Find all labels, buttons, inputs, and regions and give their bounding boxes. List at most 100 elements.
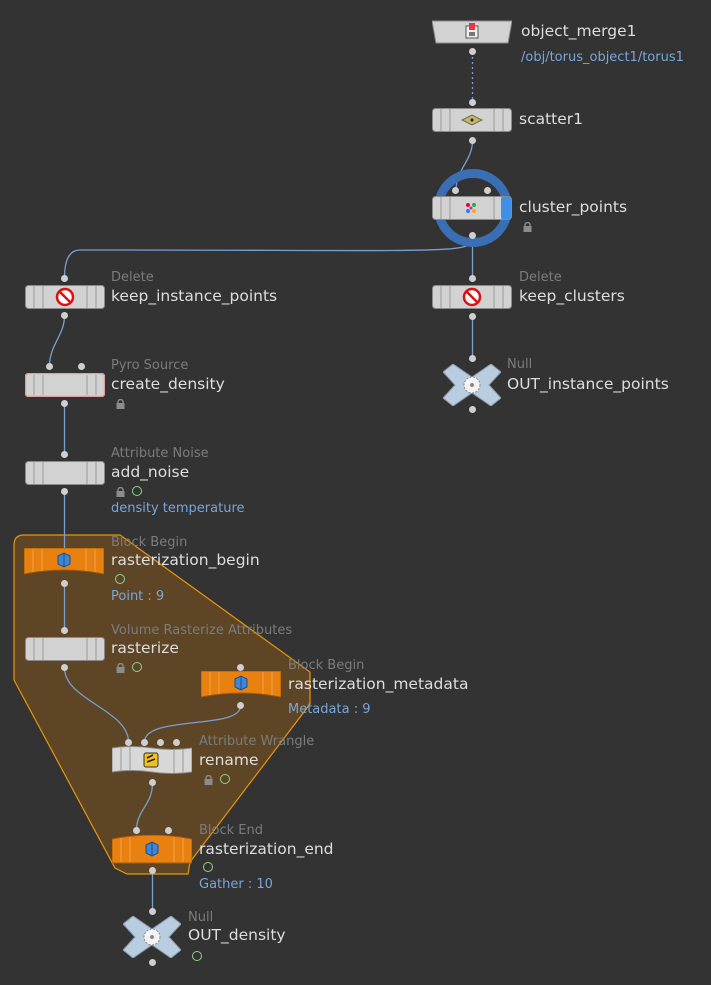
lock-icon[interactable] [115,663,126,673]
scatter1-name: scatter1 [519,110,584,128]
rasterization-end-input-2[interactable] [165,827,172,834]
rename-input-4[interactable] [173,739,180,746]
object-merge1-name: object_merge1 [521,22,637,40]
out-density-output[interactable] [149,959,156,966]
block-end-icon [145,841,159,857]
lock-icon[interactable] [115,487,126,497]
rasterize-output[interactable] [61,664,68,671]
rasterization-end-type: Block End [199,823,263,838]
rasterization-end-name: rasterization_end [199,840,334,858]
delete-icon [462,287,482,307]
cluster-points-output[interactable] [469,232,476,239]
create-density-input-2[interactable] [78,363,85,370]
out-instance-points-output[interactable] [469,406,476,413]
add-noise-node[interactable] [25,461,105,485]
rasterization-metadata-input[interactable] [237,664,244,671]
cluster-points-name: cluster_points [519,198,628,216]
out-density-node[interactable] [123,916,181,958]
rasterization-begin-node[interactable] [24,548,104,575]
create-density-type: Pyro Source [111,358,189,373]
object-merge1-node[interactable] [432,20,512,44]
add-noise-input[interactable] [61,451,68,458]
bypass-flag-icon[interactable] [115,574,125,584]
rename-type: Attribute Wrangle [199,734,315,749]
rasterization-end-node[interactable] [112,835,192,864]
rename-input-3[interactable] [157,739,164,746]
rasterization-begin-name: rasterization_begin [111,551,260,569]
rasterization-begin-info: Point : 9 [111,589,165,604]
object-merge-icon [465,23,479,39]
keep-instance-points-output[interactable] [61,312,68,319]
lock-icon[interactable] [203,775,214,785]
rasterization-end-output[interactable] [149,867,156,874]
keep-clusters-node[interactable] [432,285,512,309]
rasterize-input[interactable] [61,627,68,634]
scatter1-output[interactable] [469,137,476,144]
add-noise-attribs: density temperature [111,501,245,516]
lock-icon[interactable] [115,399,126,409]
cluster-points-input-1[interactable] [452,187,459,194]
rasterize-type: Volume Rasterize Attributes [111,623,293,638]
create-density-node[interactable] [25,373,105,397]
keep-clusters-output[interactable] [469,313,476,320]
delete-icon [55,287,75,307]
rasterization-metadata-output[interactable] [237,702,244,709]
out-instance-points-node[interactable] [443,364,501,406]
create-density-name: create_density [111,375,225,393]
bypass-flag-icon[interactable] [192,951,202,961]
scatter1-input[interactable] [469,99,476,106]
rename-input-1[interactable] [125,739,132,746]
rasterization-begin-output[interactable] [61,580,68,587]
rasterization-metadata-type: Block Begin [288,658,365,673]
keep-clusters-input[interactable] [469,275,476,282]
add-noise-output[interactable] [61,488,68,495]
create-density-output[interactable] [61,400,68,407]
block-region [13,534,311,875]
keep-clusters-name: keep_clusters [519,287,625,305]
object-merge1-path[interactable]: /obj/torus_object1/torus1 [521,50,684,65]
rename-input-2[interactable] [141,739,148,746]
add-noise-name: add_noise [111,463,190,481]
bypass-flag-icon[interactable] [220,774,230,784]
lock-icon[interactable] [522,222,533,232]
rename-name: rename [199,751,259,769]
keep-instance-points-type: Delete [111,270,154,285]
bypass-flag-icon[interactable] [132,662,142,672]
out-density-input[interactable] [149,908,156,915]
cluster-icon [466,203,476,213]
wire-metadata-rename [143,705,242,743]
wire-rasterize-rename [63,667,130,743]
cluster-points-node[interactable] [432,196,512,220]
rename-output[interactable] [149,779,156,786]
scatter1-node[interactable] [432,108,512,132]
add-noise-type: Attribute Noise [111,446,209,461]
bypass-flag-icon[interactable] [203,862,213,872]
cluster-points-input-2[interactable] [484,187,491,194]
wire-keep-instance-create [48,315,66,367]
null-icon [143,928,161,946]
rasterization-metadata-name: rasterization_metadata [288,675,469,693]
out-instance-points-input[interactable] [469,355,476,362]
rename-node[interactable] [112,746,192,774]
keep-instance-points-name: keep_instance_points [111,287,278,305]
rasterization-end-info: Gather : 10 [199,877,273,892]
scatter-icon [460,114,484,126]
out-density-name: OUT_density [188,926,286,944]
rasterize-name: rasterize [111,639,179,657]
keep-clusters-type: Delete [519,270,562,285]
block-begin-icon [57,552,71,568]
rasterization-metadata-info: Metadata : 9 [288,702,371,717]
rasterization-end-input-1[interactable] [133,827,140,834]
block-begin-icon [234,675,248,691]
out-instance-points-name: OUT_instance_points [507,375,669,393]
out-density-type: Null [188,910,214,925]
object-merge1-output[interactable] [469,48,476,55]
rasterization-metadata-node[interactable] [201,671,281,698]
rasterize-node[interactable] [25,637,105,661]
keep-instance-points-input[interactable] [61,275,68,282]
create-density-input-1[interactable] [46,363,53,370]
keep-instance-points-node[interactable] [25,285,105,309]
wrangle-icon [143,752,159,768]
bypass-flag-icon[interactable] [132,486,142,496]
